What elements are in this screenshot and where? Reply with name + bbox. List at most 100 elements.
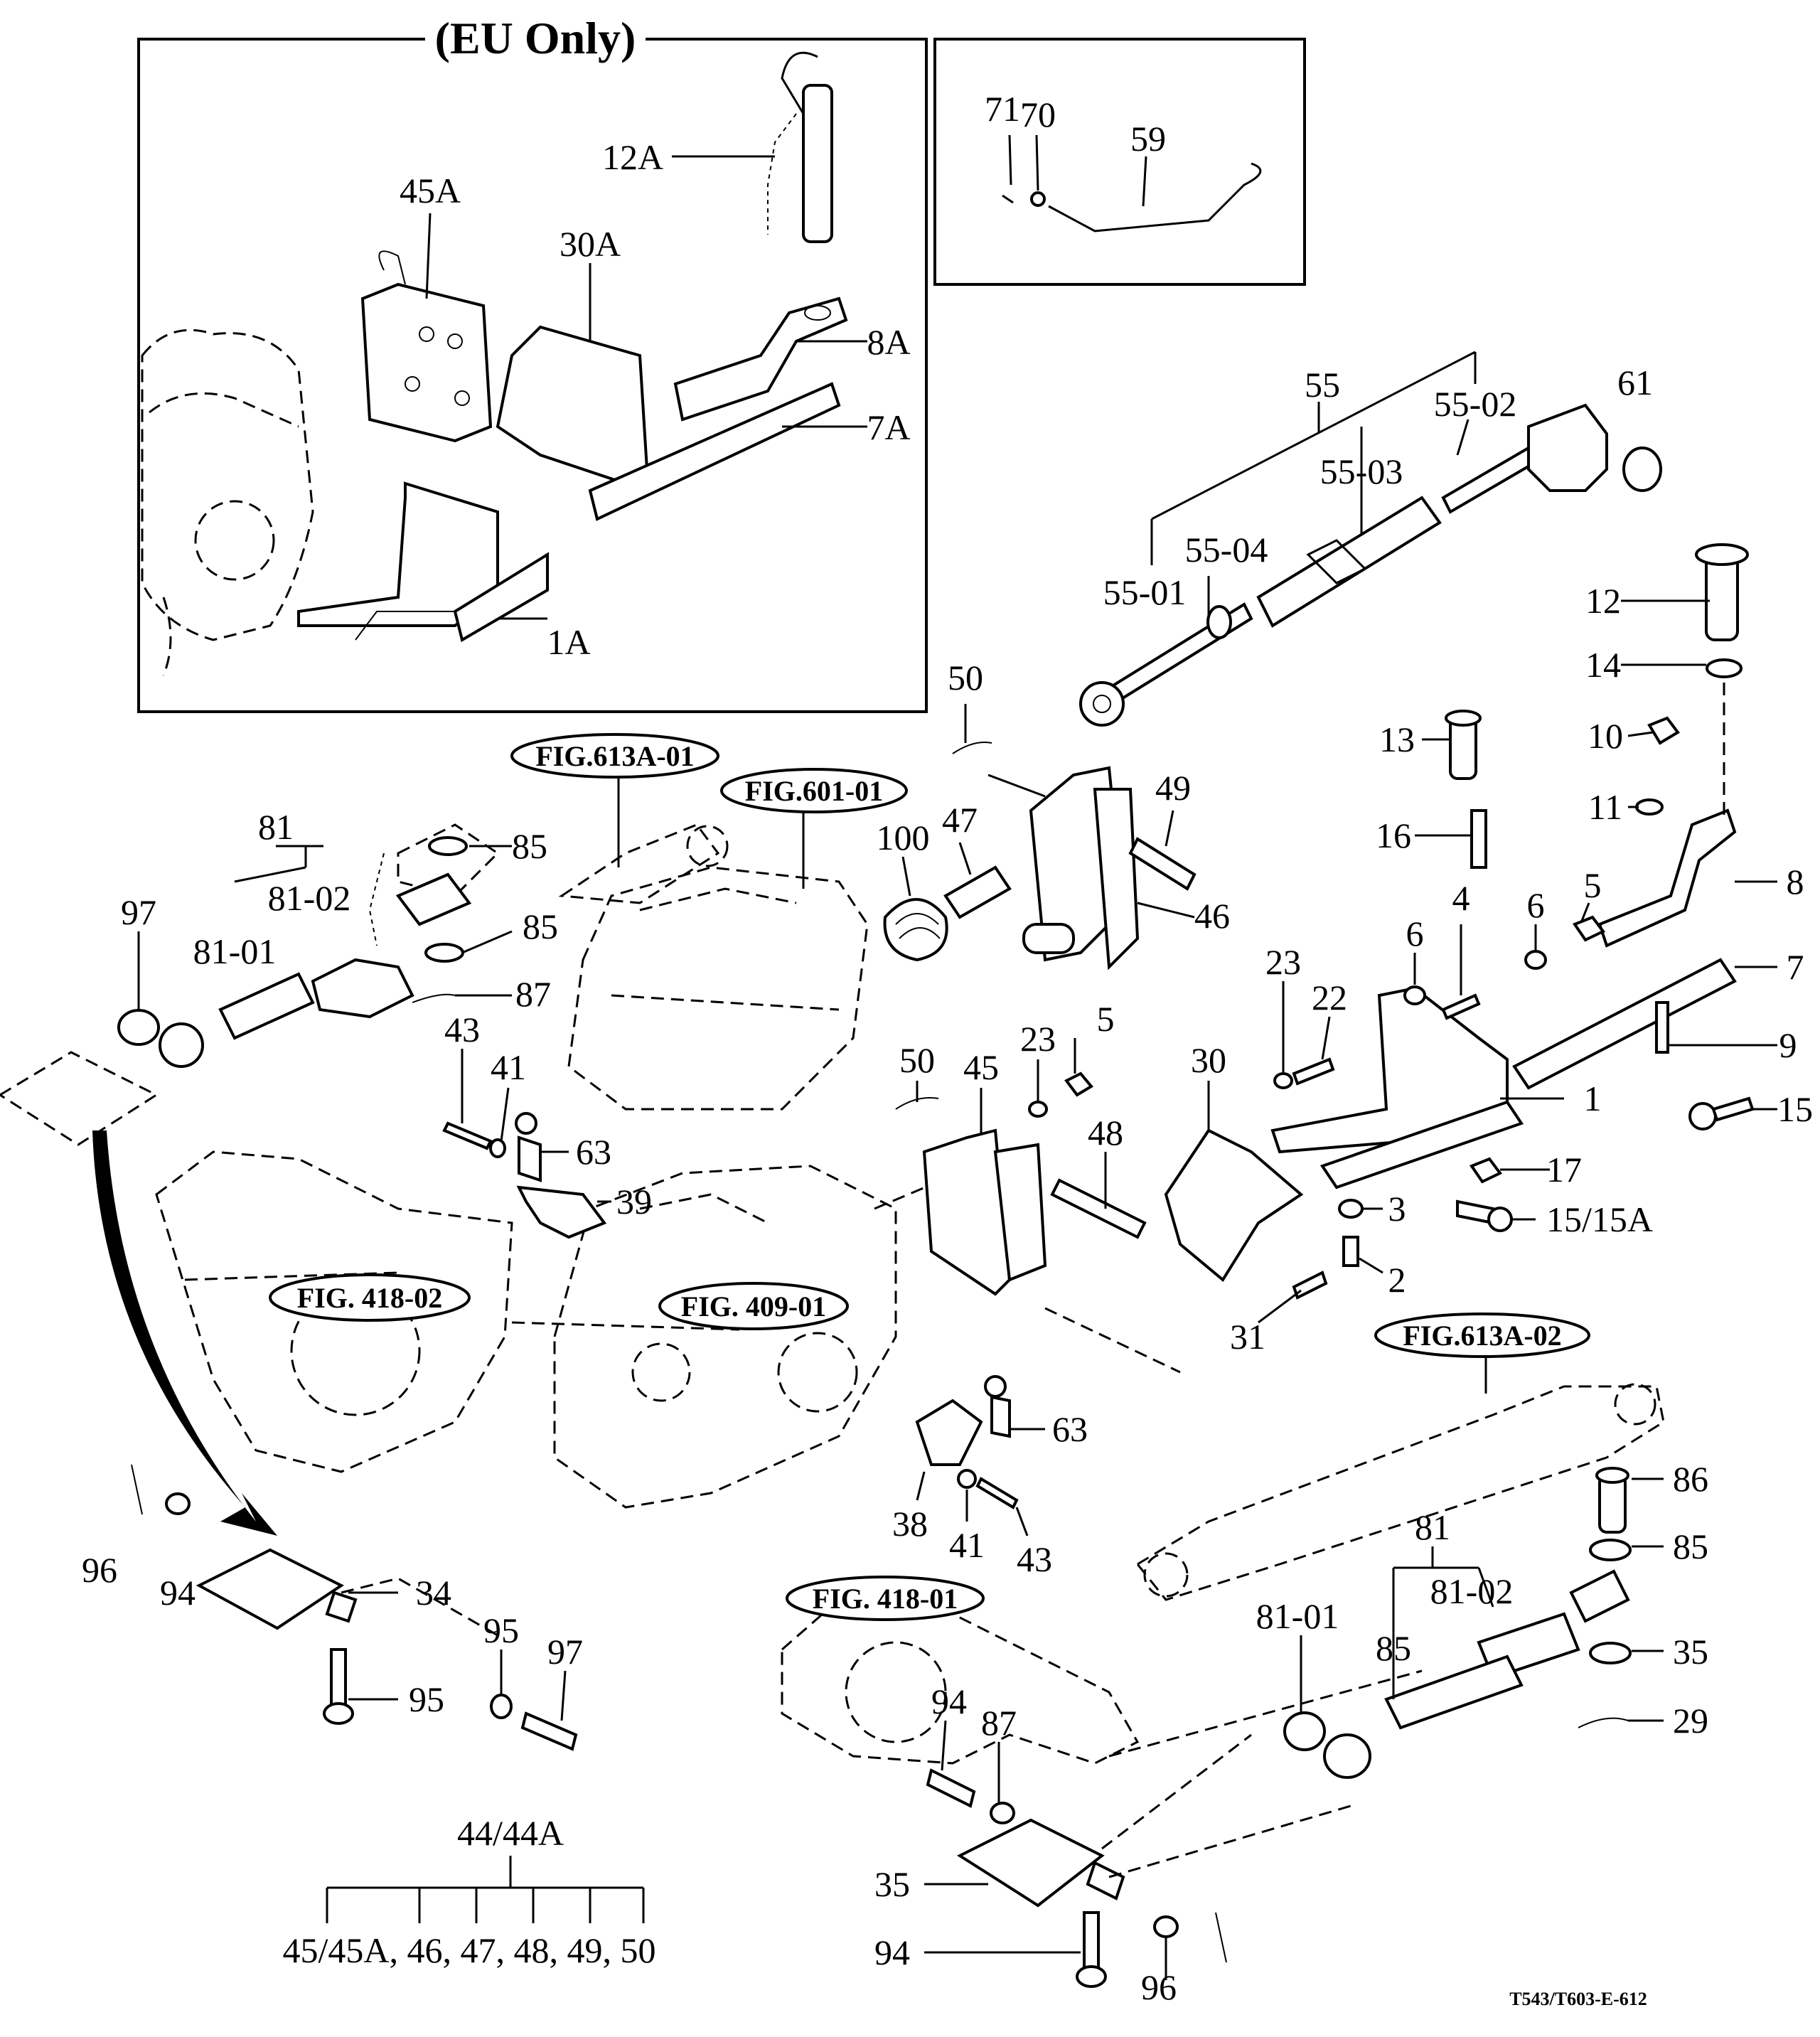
callout-3: 3 bbox=[1388, 1189, 1406, 1229]
pivot-38 bbox=[915, 1399, 983, 1466]
eu-only-inset: (EU Only) 12A 45A 3 bbox=[137, 13, 928, 713]
callout-14: 14 bbox=[1585, 645, 1621, 685]
label-70: 70 bbox=[1020, 95, 1056, 134]
bolt-31 bbox=[1292, 1271, 1328, 1300]
callout-96-left: 96 bbox=[82, 1550, 117, 1590]
callout-1: 1 bbox=[1584, 1079, 1602, 1118]
main-parts bbox=[117, 543, 1755, 1988]
callout-49: 49 bbox=[1155, 768, 1191, 808]
bar-7 bbox=[1512, 958, 1737, 1090]
clip-87-lower bbox=[1578, 1717, 1629, 1728]
figref-418-01: FIG. 418-01 bbox=[813, 1583, 958, 1615]
label-61: 61 bbox=[1617, 363, 1653, 402]
figref-601-01: FIG.601-01 bbox=[745, 775, 883, 807]
callout-30: 30 bbox=[1191, 1040, 1226, 1080]
washer-94-left bbox=[165, 1492, 191, 1515]
label-55-04: 55-04 bbox=[1185, 530, 1268, 570]
bracket-45a bbox=[360, 282, 493, 443]
callout-numbers: 50 12 14 13 10 49 100 47 11 16 81 85 81-… bbox=[82, 581, 1813, 2007]
callout-5-right: 5 bbox=[1584, 865, 1602, 905]
callout-8: 8 bbox=[1787, 862, 1804, 902]
callout-43-lower: 43 bbox=[1017, 1539, 1052, 1579]
ball-end-55-01 bbox=[1079, 681, 1125, 727]
callout-81-lower: 81 bbox=[1415, 1507, 1450, 1547]
pin-49 bbox=[1128, 837, 1197, 891]
group-children-label: 45/45A, 46, 47, 48, 49, 50 bbox=[283, 1930, 656, 1970]
adjuster-81-01-upper bbox=[218, 972, 315, 1040]
callout-43-upper: 43 bbox=[444, 1010, 480, 1049]
washer-94-right-b bbox=[1153, 1915, 1179, 1938]
clip-50-top bbox=[952, 742, 992, 754]
callout-86: 86 bbox=[1673, 1459, 1708, 1499]
callout-94-left: 94 bbox=[160, 1573, 196, 1613]
figref-409-01: FIG. 409-01 bbox=[681, 1290, 826, 1322]
label-12a: 12A bbox=[602, 137, 663, 177]
label-30a: 30A bbox=[560, 224, 621, 264]
callout-16: 16 bbox=[1376, 816, 1411, 855]
callout-81-01-upper: 81-01 bbox=[193, 931, 277, 971]
nut-5-center bbox=[1064, 1071, 1094, 1097]
label-55-01: 55-01 bbox=[1103, 572, 1187, 612]
washer-94-center bbox=[490, 1694, 513, 1719]
figref-418-02: FIG. 418-02 bbox=[297, 1282, 442, 1314]
callout-15: 15 bbox=[1777, 1089, 1813, 1129]
eu-inset-title: (EU Only) bbox=[435, 13, 636, 63]
ring-97-upper bbox=[117, 1009, 160, 1046]
callout-47: 47 bbox=[942, 800, 978, 840]
figure-references: FIG.613A-01 FIG.601-01 FIG. 418-02 FIG. … bbox=[269, 733, 1590, 1621]
pin-63-lower bbox=[990, 1395, 1011, 1438]
callout-85-a: 85 bbox=[512, 826, 547, 866]
spring-100 bbox=[883, 898, 948, 962]
callout-9: 9 bbox=[1779, 1025, 1797, 1065]
pin-48 bbox=[1050, 1178, 1147, 1239]
ball-end-upper bbox=[159, 1022, 204, 1068]
label-45a: 45A bbox=[400, 171, 461, 210]
bush-47 bbox=[943, 865, 1012, 919]
callout-95-right: 94 bbox=[931, 1682, 967, 1721]
washer-41-lower bbox=[957, 1469, 977, 1489]
callout-39: 39 bbox=[616, 1182, 652, 1221]
callout-94-right-b: 96 bbox=[1141, 1967, 1177, 2007]
callout-4: 4 bbox=[1452, 878, 1470, 918]
callout-45: 45 bbox=[963, 1047, 999, 1087]
callout-81-01-lower: 85 bbox=[1376, 1628, 1411, 1668]
washer-94-right-a bbox=[990, 1802, 1015, 1824]
washer-70 bbox=[1030, 191, 1046, 207]
figref-613a-01: FIG.613A-01 bbox=[535, 740, 694, 772]
pin-95-left bbox=[520, 1711, 578, 1751]
nut-5-right bbox=[1572, 915, 1606, 942]
callout-87-lower: 29 bbox=[1673, 1701, 1708, 1741]
rod-55-02 bbox=[1441, 446, 1538, 514]
callout-95-left: 97 bbox=[547, 1632, 583, 1672]
plate-29 bbox=[956, 1818, 1105, 1908]
pin-13 bbox=[1449, 717, 1477, 780]
callout-29: 35 bbox=[874, 1864, 910, 1904]
callout-81-02-upper: 81-02 bbox=[268, 878, 351, 918]
washer-3 bbox=[1338, 1199, 1364, 1219]
pin-95-right bbox=[926, 1768, 976, 1808]
washer-6-left bbox=[1403, 985, 1426, 1005]
callout-94-center: 95 bbox=[483, 1610, 519, 1650]
tube-55-03 bbox=[1256, 496, 1442, 628]
callout-10: 10 bbox=[1588, 716, 1623, 756]
bolt-43-lower bbox=[975, 1477, 1019, 1509]
bolt-16 bbox=[1470, 809, 1487, 869]
bolt-9 bbox=[1655, 1001, 1669, 1054]
callout-5-center: 5 bbox=[1097, 999, 1115, 1039]
callout-85-b: 85 bbox=[523, 907, 558, 946]
callout-63-upper: 63 bbox=[576, 1132, 611, 1172]
washer-23-center bbox=[1028, 1101, 1048, 1118]
bolt-2 bbox=[1342, 1236, 1359, 1267]
bar-7a bbox=[588, 382, 841, 521]
callout-94-right-a: 87 bbox=[981, 1703, 1017, 1743]
label-8a: 8A bbox=[867, 322, 910, 362]
label-7a: 7A bbox=[867, 407, 910, 447]
group-assembly-key: 44/44A 45/45A, 46, 47, 48, 49, 50 bbox=[283, 1813, 656, 1970]
callout-31: 31 bbox=[1230, 1317, 1265, 1357]
locknut-55-04 bbox=[1206, 605, 1232, 639]
label-55-03: 55-03 bbox=[1320, 451, 1403, 491]
callout-81-02-lower: 81-02 bbox=[1430, 1571, 1514, 1611]
callout-13: 13 bbox=[1379, 720, 1415, 759]
callout-7: 7 bbox=[1787, 947, 1804, 987]
callout-81-upper: 81 bbox=[258, 807, 294, 847]
